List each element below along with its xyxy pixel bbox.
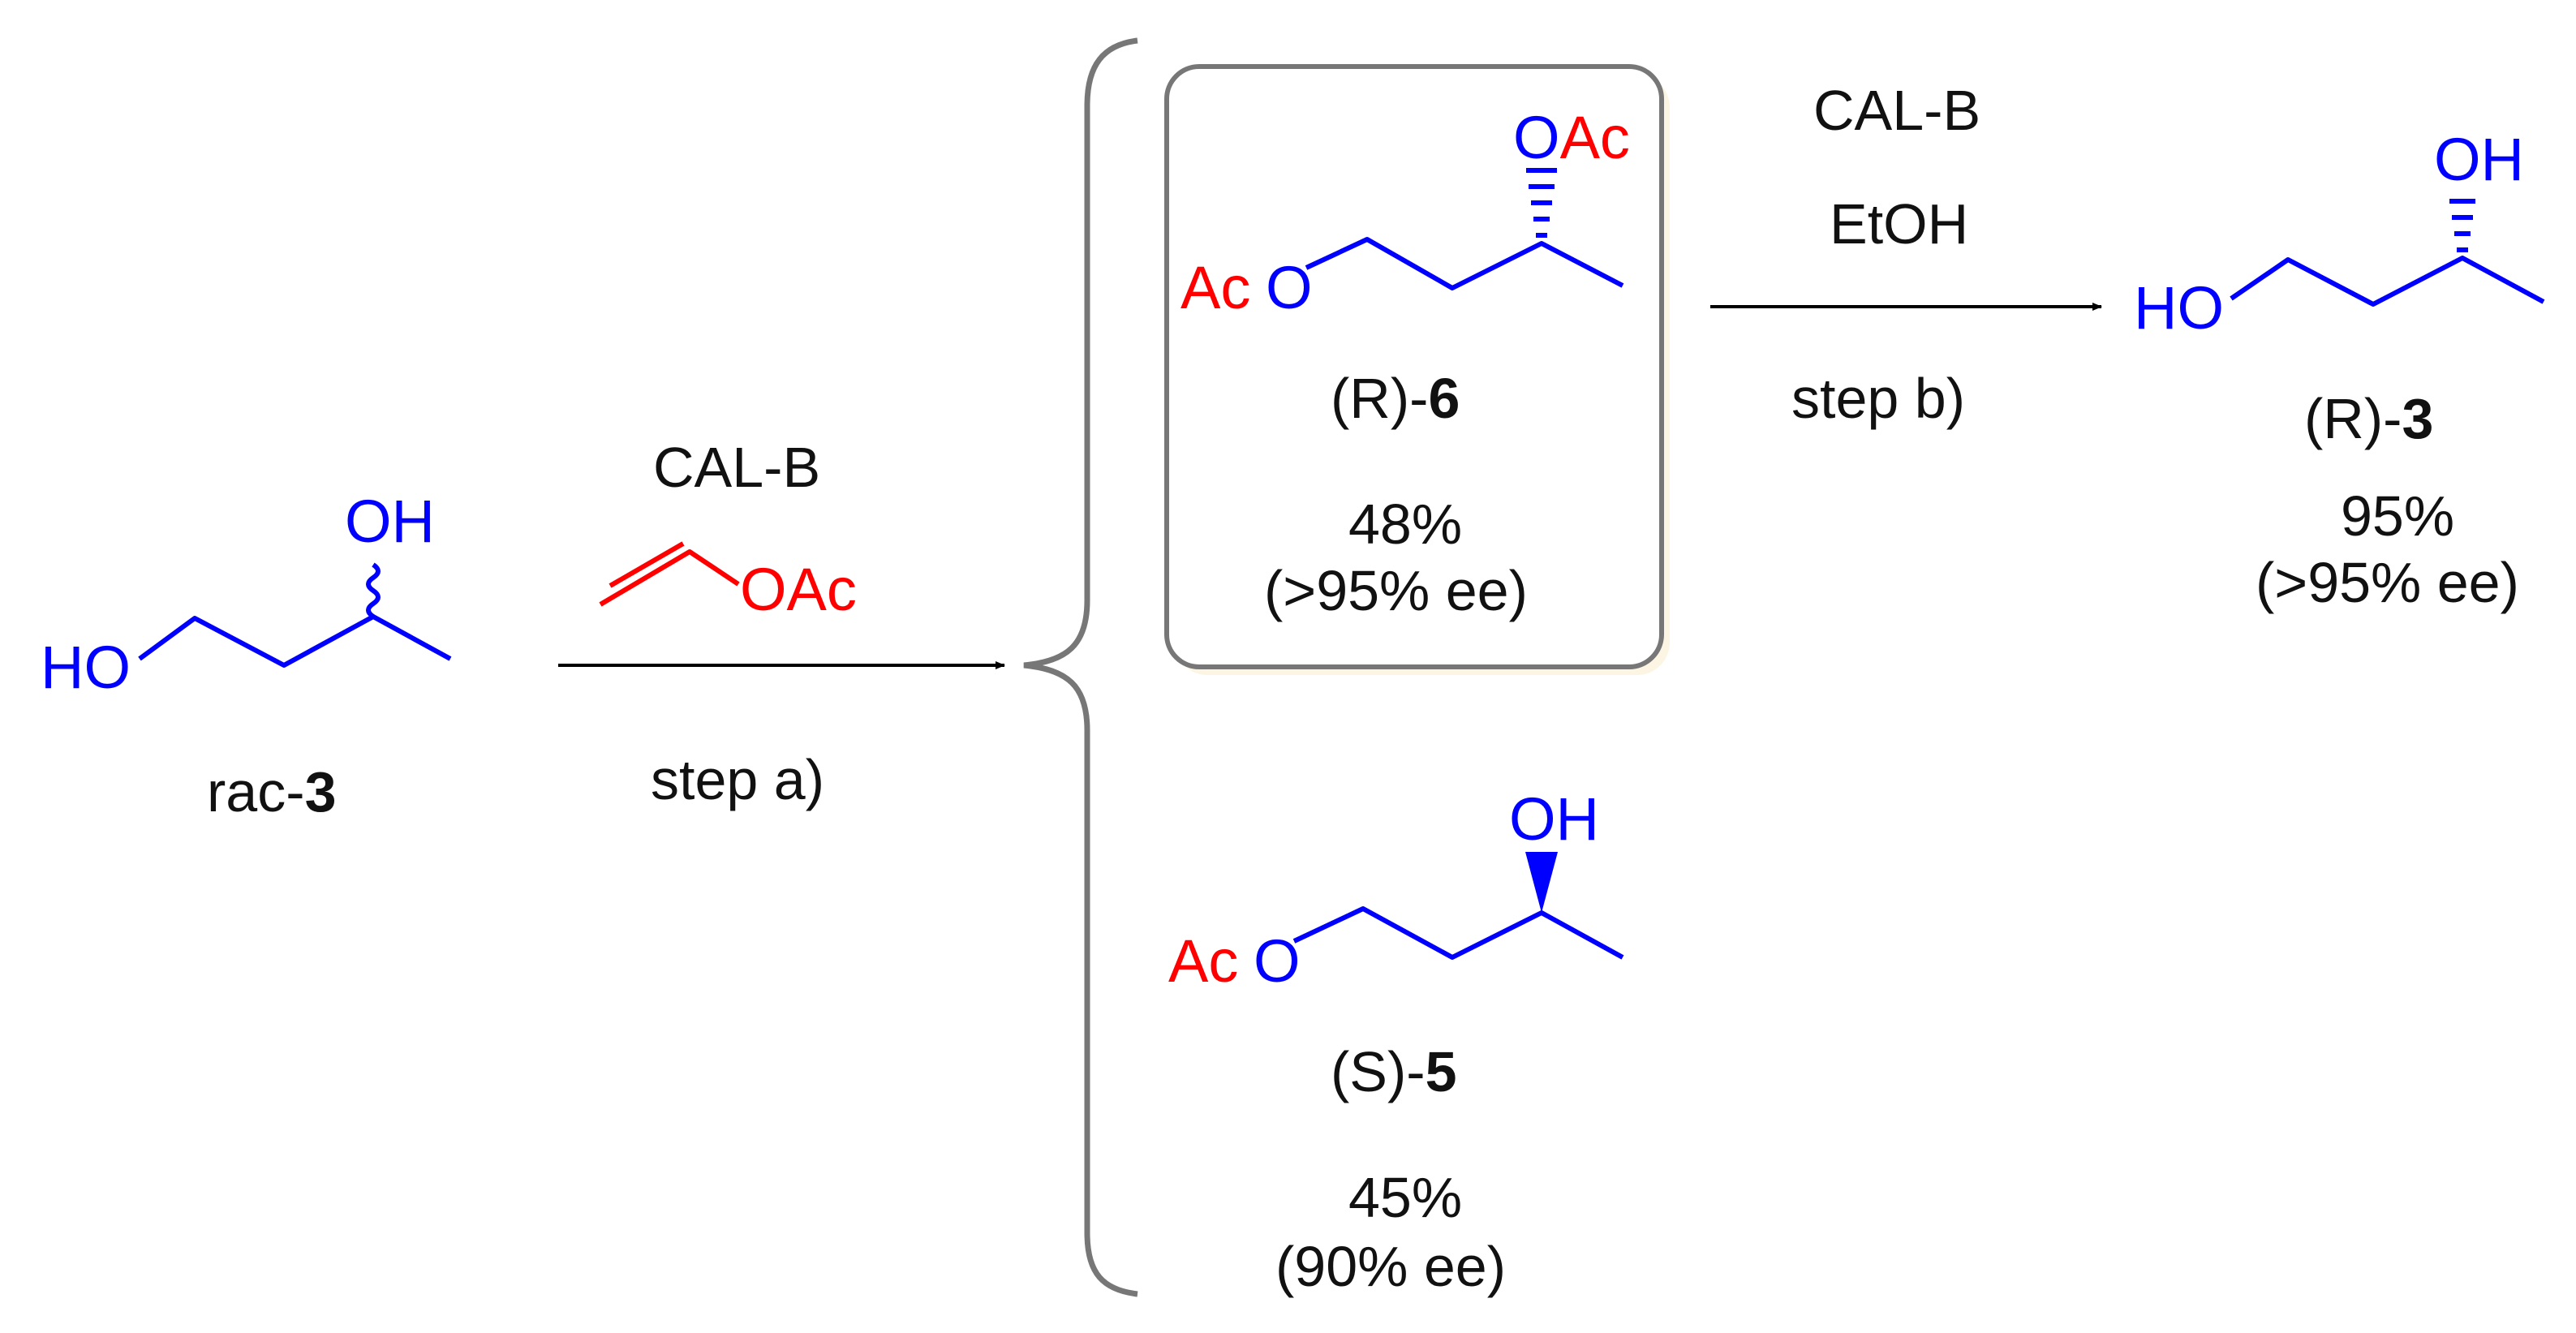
wavy-stereo-bond (366, 562, 381, 619)
r6-label: (R)-6 (1331, 367, 1460, 430)
r3-bonds (2230, 256, 2545, 307)
s5-bonds (1292, 906, 1624, 960)
s5-product: Ac O OH (S)-5 45% (90% ee) (1168, 785, 1624, 1298)
step-b-label: step b) (1791, 367, 1965, 430)
rac-3-bonds (138, 614, 452, 668)
r3-hashed-bond (2449, 199, 2475, 252)
r3-ho-atom: HO (2134, 274, 2224, 342)
r6-oac-atom: OAc (1513, 104, 1630, 171)
vinyl-double-bond (609, 541, 685, 588)
step-a-reagent: CAL-B (653, 436, 820, 499)
rac-3-ho-atom: HO (41, 634, 131, 701)
r3-oh-atom: OH (2434, 126, 2524, 193)
r6-yield: 48% (1348, 492, 1462, 556)
s5-o-atom: O (1254, 927, 1301, 995)
step-b-solvent: EtOH (1830, 192, 1968, 256)
step-b: CAL-B EtOH step b) (1710, 79, 2102, 430)
r3-ee: (>95% ee) (2256, 551, 2519, 614)
r6-o-atom: O (1266, 254, 1313, 321)
r6-bonds (1305, 237, 1624, 290)
r3-yield: 95% (2341, 484, 2454, 548)
s5-ac-atom: Ac (1168, 927, 1238, 995)
step-a: CAL-B OAc step a) (558, 436, 1005, 811)
r6-ee: (>95% ee) (1264, 559, 1528, 622)
vinyl-acetate-bonds (599, 549, 740, 607)
r3-label: (R)-3 (2304, 387, 2433, 450)
step-b-reagent: CAL-B (1813, 79, 1980, 142)
r6-ac-atom: Ac (1180, 254, 1250, 321)
rac-3-oh-atom: OH (345, 488, 435, 555)
s5-yield: 45% (1348, 1166, 1462, 1229)
rac-3-label: rac-3 (207, 760, 337, 823)
vinyl-acetate-oac: OAc (740, 556, 857, 623)
s5-ee: (90% ee) (1275, 1235, 1506, 1298)
step-a-label: step a) (651, 748, 824, 811)
r6-product: Ac O OAc (R)-6 48% (>95% ee) (1164, 64, 1670, 675)
r6-hashed-bond (1526, 168, 1557, 238)
s5-wedge-bond (1525, 852, 1558, 913)
s5-oh-atom: OH (1509, 785, 1599, 853)
rac-3-structure: HO OH rac-3 (41, 488, 452, 823)
s5-label: (S)-5 (1331, 1040, 1457, 1103)
r3-product: HO OH (R)-3 95% (>95% ee) (2134, 126, 2545, 614)
product-bracket (1023, 37, 1138, 1297)
